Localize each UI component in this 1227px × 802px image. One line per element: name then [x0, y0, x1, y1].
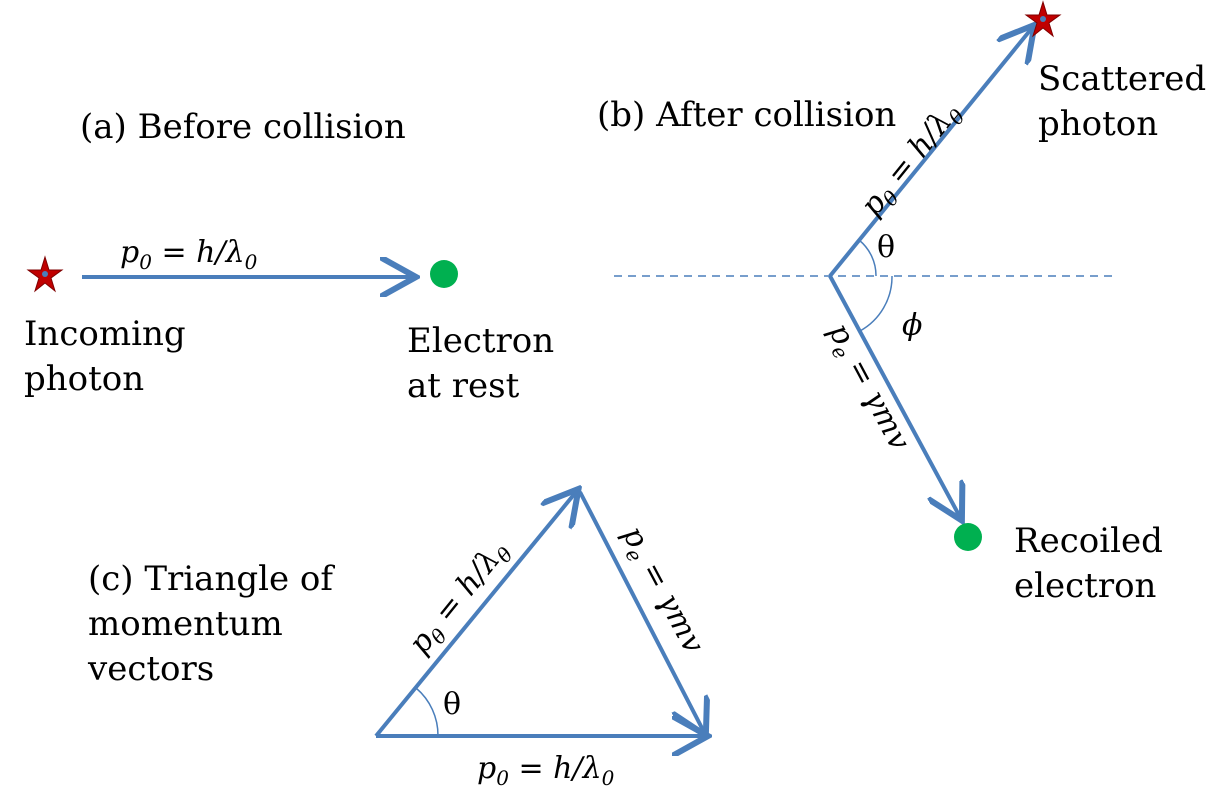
theta-label-after: θ [877, 230, 895, 265]
electron-at-rest-dot [430, 260, 458, 288]
scattered-photon-label-line2: photon [1038, 104, 1158, 144]
panel-c-title-line1: (c) Triangle of [88, 559, 335, 599]
recoiled-electron-label-line2: electron [1014, 566, 1156, 606]
theta-label-triangle: θ [443, 687, 461, 722]
incoming-photon-label-line1: Incoming [24, 314, 186, 354]
recoil-electron-arrow [828, 275, 960, 517]
triangle-ptheta-arrow [374, 492, 576, 738]
theta-arc-after [858, 239, 877, 277]
phi-label: ϕ [902, 308, 922, 343]
scattered-photon-label-line1: Scattered [1038, 59, 1206, 99]
panel-b-title: (b) After collision [597, 95, 896, 135]
scattered-photon-arrow [828, 28, 1032, 278]
scattered-photon-star-icon [1024, 0, 1062, 38]
panel-c-title-line3: vectors [87, 649, 214, 689]
p0-label-triangle: p0 = h/λ0 [477, 751, 615, 790]
electron-rest-label-line2: at rest [407, 366, 520, 406]
pe-label-triangle: pe = γmv [611, 520, 711, 661]
ptheta-label-triangle: pθ = h/λθ [402, 533, 518, 663]
incoming-photon-star-icon [26, 255, 64, 293]
panel-a-title: (a) Before collision [80, 107, 406, 147]
recoiled-electron-dot [954, 523, 982, 551]
theta-arc-triangle [415, 687, 439, 737]
triangle-pe-arrow [578, 491, 704, 732]
electron-rest-label-line1: Electron [407, 321, 554, 361]
panel-c-title-line2: momentum [88, 604, 283, 644]
phi-arc [859, 275, 893, 332]
p0-label-before: p0 = h/λ0 [120, 235, 258, 274]
incoming-photon-label-line2: photon [24, 359, 144, 399]
recoiled-electron-label-line1: Recoiled [1014, 521, 1163, 561]
